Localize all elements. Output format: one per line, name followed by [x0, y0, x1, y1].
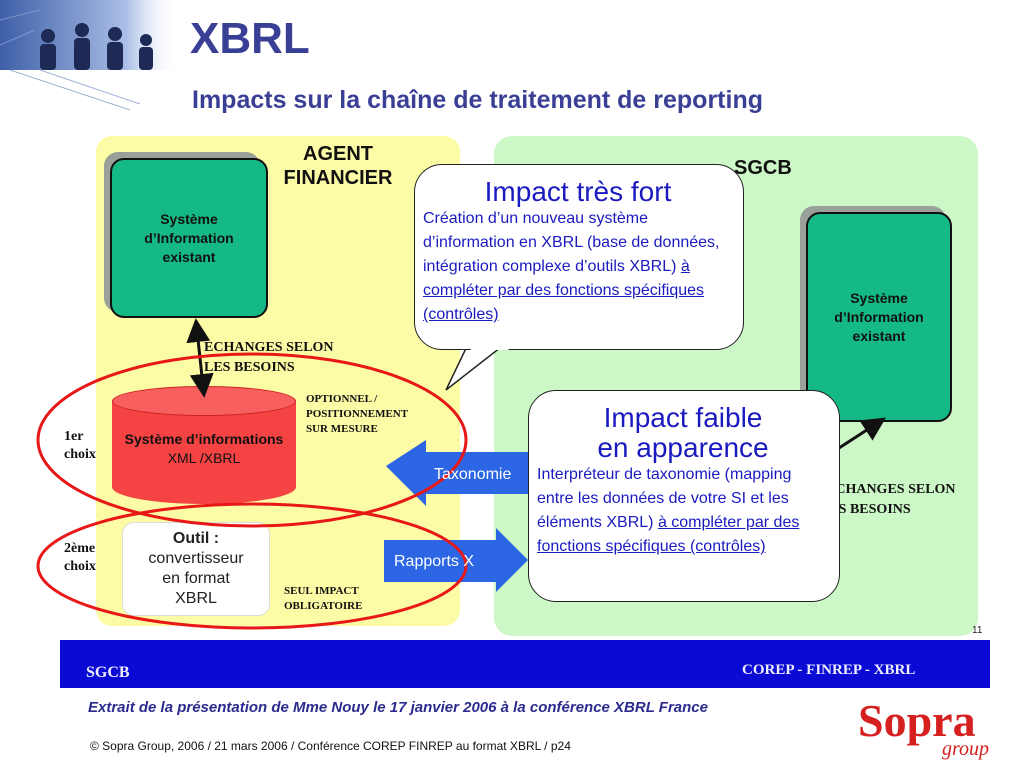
exchanges-right-label: ECHANGES SELON LES BESOINS	[836, 480, 976, 520]
optional-label: OPTIONNEL / POSITIONNEMENT SUR MESURE	[306, 392, 408, 437]
mandatory-line1: SEUL IMPACT	[284, 585, 359, 597]
footer-right-label: COREP - FINREP - XBRL	[742, 662, 916, 678]
tool-line2: convertisseur	[148, 550, 244, 567]
reports-arrow	[384, 528, 528, 592]
converter-tool-box: Outil : convertisseur en format XBRL	[122, 522, 270, 616]
second-choice-ellipse	[36, 502, 468, 630]
callout-strong-body: Création d’un nouveau système d’informat…	[423, 207, 733, 327]
sgcb-system-line1: Système	[850, 289, 908, 306]
footer-band	[60, 640, 990, 688]
header-illustration	[0, 0, 180, 111]
xml-system-line1: Système d’informations	[124, 431, 284, 447]
taxonomy-arrow	[386, 440, 528, 506]
footer-left-label: SGCB	[86, 664, 130, 681]
second-choice-line2: choix	[64, 559, 96, 574]
exchanges-left-line1: ECHANGES SELON	[204, 340, 334, 355]
page-title: XBRL	[190, 14, 310, 63]
mandatory-line2: OBLIGATOIRE	[284, 600, 363, 612]
copyright: © Sopra Group, 2006 / 21 mars 2006 / Con…	[90, 739, 571, 753]
exchanges-left-label: ECHANGES SELON LES BESOINS	[204, 338, 334, 378]
tool-line4: XBRL	[175, 590, 217, 607]
sgcb-system-line3: existant	[852, 327, 906, 344]
page-subtitle: Impacts sur la chaîne de traitement de r…	[192, 86, 763, 114]
optional-line2: POSITIONNEMENT	[306, 408, 409, 420]
callout-weak-text: Interpréteur de taxonomie (mapping entre…	[537, 466, 792, 531]
agent-system-line2: d’Information	[144, 229, 234, 246]
callout-weak-body: Interpréteur de taxonomie (mapping entre…	[537, 463, 829, 559]
callout-strong-impact: Impact très fort Création d’un nouveau s…	[414, 164, 744, 350]
agent-system-line3: existant	[162, 248, 216, 265]
sgcb-panel-heading: SGCB	[734, 157, 792, 179]
callout-weak-heading2: en apparence	[597, 432, 769, 463]
agent-panel-heading: AGENT FINANCIER	[275, 142, 401, 190]
tool-line3: en format	[162, 570, 230, 587]
exchanges-right-line2: LES BESOINS	[836, 502, 911, 517]
first-choice-line2: choix	[64, 447, 96, 462]
exchange-right-arrow	[835, 417, 887, 452]
callout-weak-impact: Impact faible en apparence Interpréteur …	[528, 390, 840, 602]
agent-system-box: Système d’Information existant	[110, 158, 268, 318]
first-choice-ellipse	[36, 352, 468, 528]
reports-arrow-label: Rapports X	[394, 553, 475, 570]
sopra-logo-sub: group	[942, 738, 990, 760]
agent-heading-line1: AGENT	[303, 143, 373, 165]
sgcb-system-line2: d’Information	[834, 308, 924, 325]
xml-system-line2: XML /XBRL	[167, 450, 241, 466]
callout-strong-link: à compléter par des fonctions spécifique…	[423, 258, 705, 323]
sopra-logo: Sopra	[858, 695, 976, 746]
optional-line1: OPTIONNEL /	[306, 393, 378, 405]
xml-system-label: Système d’informations XML /XBRL	[112, 430, 296, 468]
first-choice-label: 1er choix	[64, 428, 96, 464]
exchanges-right-line1: ECHANGES SELON	[836, 482, 956, 497]
mandatory-label: SEUL IMPACT OBLIGATOIRE	[284, 584, 362, 614]
callout-weak-heading1: Impact faible	[603, 402, 763, 433]
tool-line1: Outil :	[172, 530, 220, 547]
callout-weak-link: à compléter par des fonctions spécifique…	[537, 514, 800, 555]
agent-heading-line2: FINANCIER	[283, 167, 393, 189]
sgcb-system-box: Système d’Information existant	[806, 212, 952, 422]
agent-system-line1: Système	[160, 210, 218, 227]
first-choice-line1: 1er	[64, 429, 84, 444]
taxonomy-arrow-label: Taxonomie	[434, 466, 512, 483]
callout-strong-text: Création d’un nouveau système d’informat…	[423, 210, 720, 275]
second-choice-label: 2ème choix	[64, 540, 96, 576]
exchanges-left-line2: LES BESOINS	[204, 360, 295, 375]
caption: Extrait de la présentation de Mme Nouy l…	[88, 699, 708, 716]
second-choice-line1: 2ème	[64, 541, 96, 556]
callout-strong-heading: Impact très fort	[484, 176, 672, 207]
page-number: 11	[972, 625, 983, 636]
optional-line3: SUR MESURE	[306, 423, 378, 435]
